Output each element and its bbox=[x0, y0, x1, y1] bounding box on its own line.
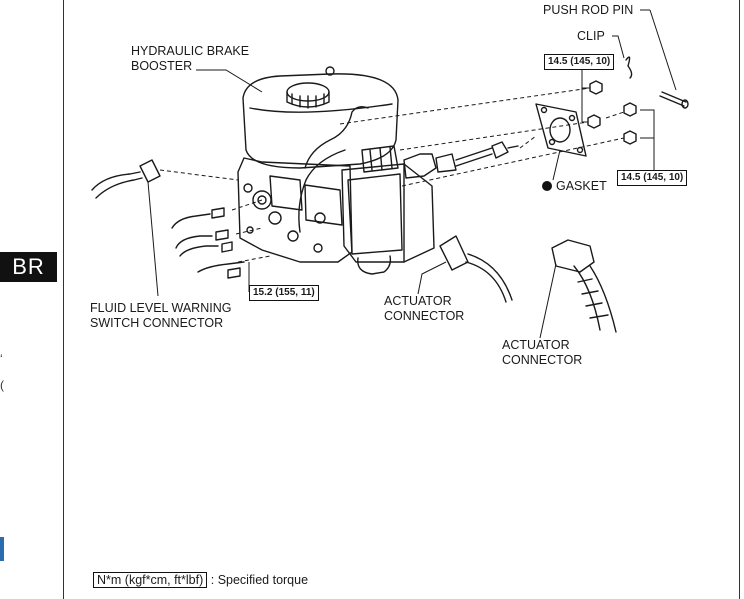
torque-legend-box: N*m (kgf*cm, ft*lbf) bbox=[93, 572, 208, 588]
label-hydraulic-brake-booster: HYDRAULIC BRAKE BOOSTER bbox=[131, 44, 249, 74]
gasket-plate bbox=[535, 103, 587, 157]
reservoir-rim bbox=[249, 103, 393, 113]
fluid-level-cable bbox=[91, 171, 141, 191]
reservoir-tank bbox=[242, 73, 399, 169]
actuator-connector-plug bbox=[439, 235, 469, 271]
label-actuator-connector-2-line2: CONNECTOR bbox=[502, 353, 583, 367]
push-rod-boot bbox=[403, 153, 437, 179]
leader-fluid-level bbox=[147, 181, 159, 297]
leader-booster bbox=[196, 69, 263, 93]
edge-fragment-mark: ( bbox=[0, 378, 4, 392]
gasket-bullet bbox=[542, 181, 552, 191]
leader-clip bbox=[612, 35, 625, 59]
torque-legend: N*m (kgf*cm, ft*lbf) : Specified torque bbox=[93, 572, 309, 588]
leader-gasket bbox=[552, 149, 561, 181]
brake-pipe bbox=[304, 105, 369, 169]
fluid-level-plug bbox=[139, 159, 161, 183]
edge-fragment-mark: ʻ bbox=[0, 352, 3, 366]
clip-part bbox=[625, 56, 633, 79]
actuator-housing bbox=[341, 163, 435, 263]
booster-body bbox=[237, 157, 353, 263]
page-left-rule bbox=[63, 0, 64, 599]
torque-box-lines: 15.2 (155, 11) bbox=[249, 285, 319, 301]
label-actuator-connector-1-line2: CONNECTOR bbox=[384, 309, 465, 323]
leader-right-torque bbox=[640, 109, 655, 170]
label-fluid-level-warning: FLUID LEVEL WARNING SWITCH CONNECTOR bbox=[90, 301, 231, 331]
section-tab-br[interactable]: BR bbox=[0, 252, 57, 282]
edge-scroll-marker bbox=[0, 537, 4, 561]
actuator-connector-socket bbox=[551, 239, 595, 273]
reservoir-vent bbox=[325, 66, 335, 76]
label-hydraulic-brake-booster-line1: HYDRAULIC BRAKE bbox=[131, 44, 250, 58]
leader-actuator-1 bbox=[417, 261, 447, 295]
label-fluid-level-line1: FLUID LEVEL WARNING bbox=[90, 301, 232, 315]
torque-box-right: 14.5 (145, 10) bbox=[617, 170, 688, 186]
torque-legend-description: : Specified torque bbox=[210, 573, 309, 587]
label-hydraulic-brake-booster-line2: BOOSTER bbox=[131, 59, 193, 73]
label-fluid-level-line2: SWITCH CONNECTOR bbox=[90, 316, 224, 330]
label-clip: CLIP bbox=[577, 29, 605, 43]
page-right-rule bbox=[739, 0, 740, 599]
label-actuator-connector-2: ACTUATOR CONNECTOR bbox=[502, 338, 582, 368]
label-actuator-connector-1-line1: ACTUATOR bbox=[384, 294, 452, 308]
brake-line bbox=[171, 213, 211, 229]
label-push-rod-pin: PUSH ROD PIN bbox=[543, 3, 634, 17]
leader-actuator-2 bbox=[539, 263, 557, 339]
push-rod-pin-part bbox=[659, 91, 687, 107]
nut bbox=[623, 102, 637, 117]
label-actuator-connector-2-line1: ACTUATOR bbox=[502, 338, 570, 352]
nut bbox=[587, 114, 601, 129]
label-gasket: GASKET bbox=[556, 179, 607, 193]
label-actuator-connector-1: ACTUATOR CONNECTOR bbox=[384, 294, 464, 324]
torque-box-upper: 14.5 (145, 10) bbox=[544, 54, 615, 70]
nut bbox=[623, 130, 637, 145]
nut bbox=[589, 80, 603, 95]
